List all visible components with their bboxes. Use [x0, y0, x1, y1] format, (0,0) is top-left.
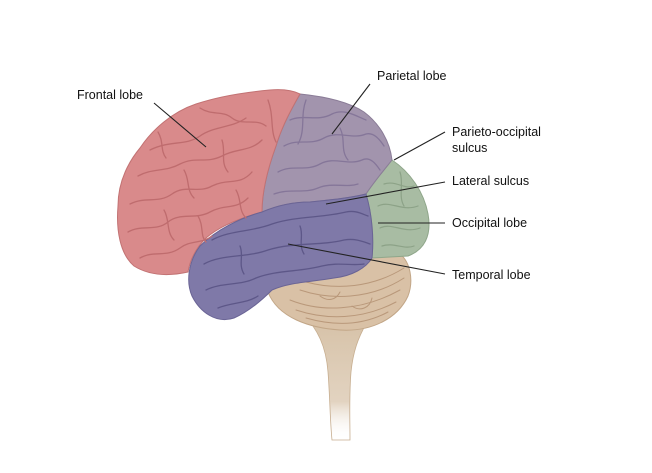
leader-frontal — [153, 102, 207, 148]
leader-lines — [153, 83, 446, 275]
label-parieto-occipital-sulcus: Parieto-occipital sulcus — [452, 124, 541, 156]
parietal-gyri — [273, 99, 385, 195]
label-lateral-sulcus: Lateral sulcus — [452, 174, 530, 188]
occipital-gyri — [377, 171, 421, 248]
cerebellum-folia — [289, 267, 405, 324]
leader-lateral — [325, 181, 446, 205]
leader-parietal — [331, 83, 371, 135]
label-parietal-lobe: Parietal lobe — [377, 69, 447, 83]
temporal-gyri — [203, 210, 371, 309]
brainstem — [300, 311, 367, 441]
leader-po-sulcus — [393, 131, 446, 161]
temporal-lobe-region — [188, 193, 374, 320]
frontal-lobe-region — [117, 89, 301, 275]
label-occipital-lobe: Occipital lobe — [452, 216, 528, 230]
label-parieto-occipital-sulcus-line1: Parieto-occipital — [452, 125, 541, 139]
leader-temporal — [287, 243, 446, 275]
frontal-gyri — [127, 99, 277, 259]
label-parieto-occipital-sulcus-line2: sulcus — [452, 141, 488, 155]
label-frontal-lobe: Frontal lobe — [77, 88, 144, 102]
label-temporal-lobe: Temporal lobe — [452, 268, 531, 282]
